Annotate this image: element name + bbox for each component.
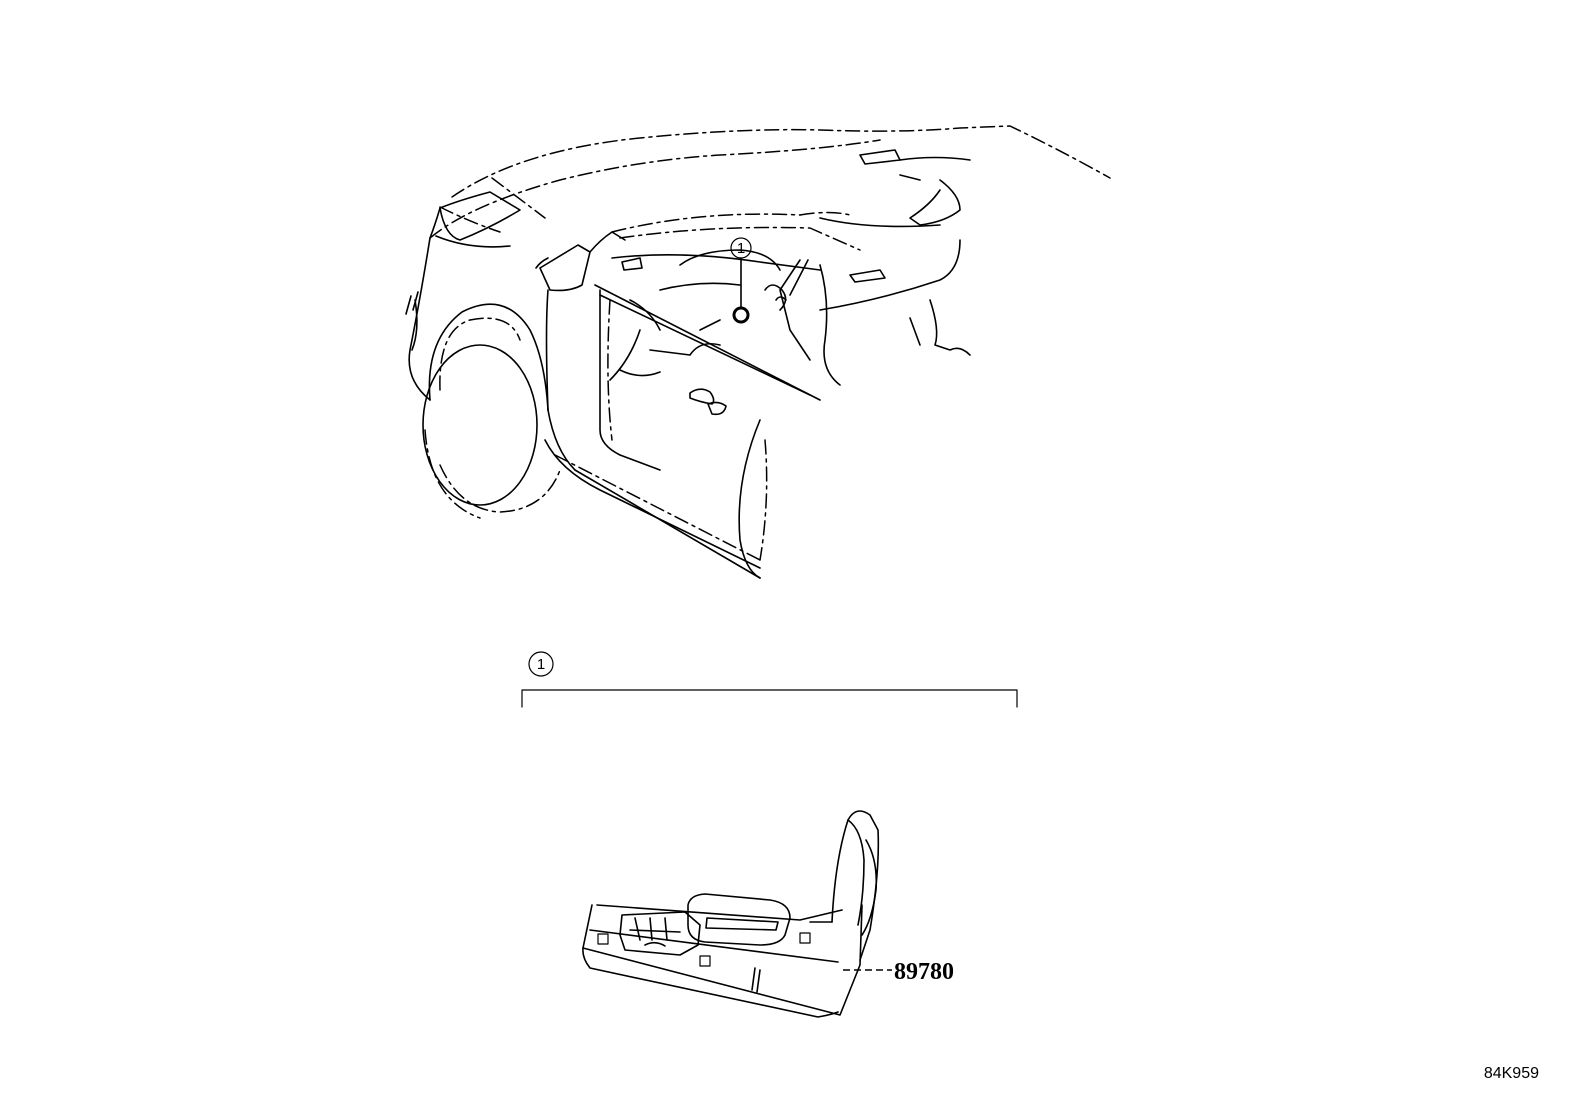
- callout-number: 1: [737, 240, 745, 257]
- diagram-reference-code: 84K959: [1484, 1065, 1539, 1082]
- vehicle-illustration: 1: [405, 125, 1111, 579]
- part-number-label[interactable]: 89780: [894, 959, 954, 985]
- callout-number: 1: [537, 656, 545, 673]
- callout-marker-car: 1: [730, 237, 752, 324]
- part-89780-illustration: 89780: [582, 810, 954, 1018]
- callout-bracket: 1: [521, 651, 1018, 708]
- location-dot: [732, 306, 750, 324]
